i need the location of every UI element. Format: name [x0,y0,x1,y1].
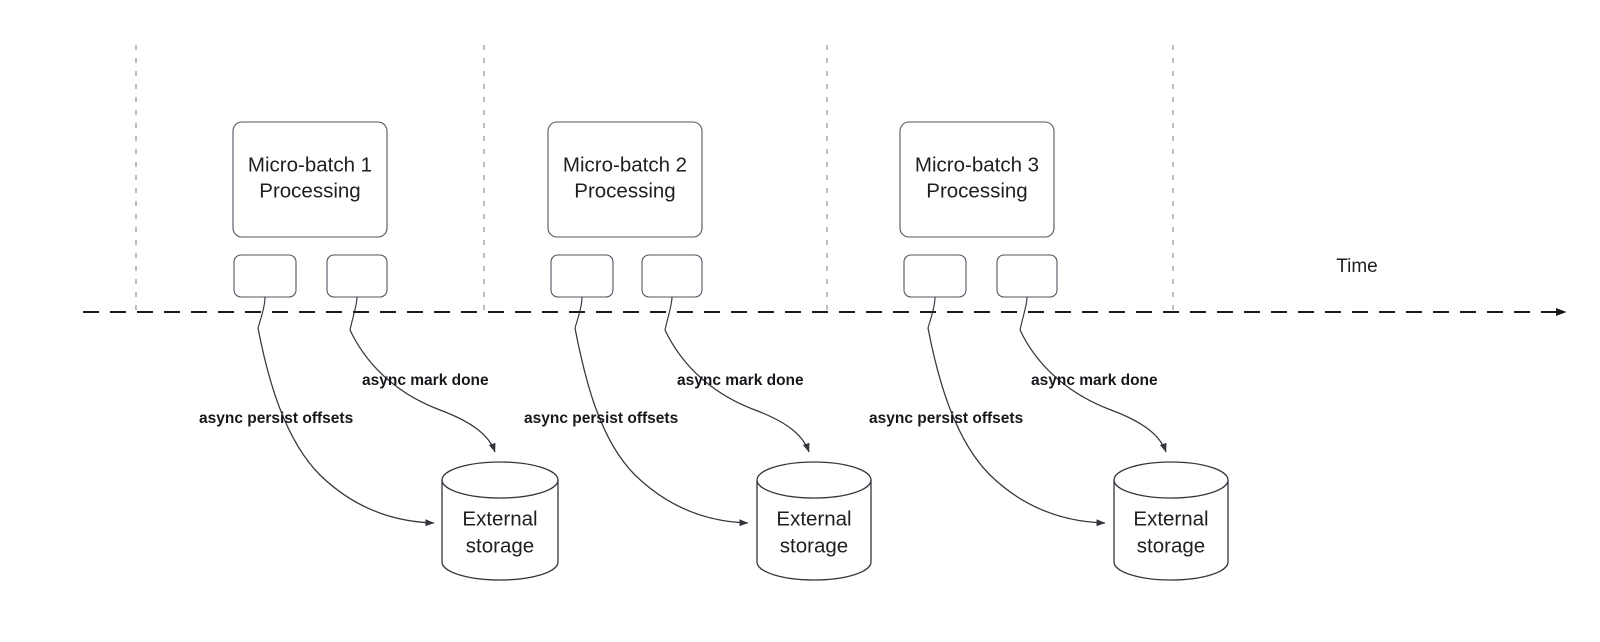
group-2-mark-task-box[interactable] [641,254,703,298]
group-3-external-storage-top [1113,461,1229,499]
group-2-external-storage-top [756,461,872,499]
micro-batch-1-label-line-2: Processing [259,179,360,202]
micro-batch-2-label-line-2: Processing [574,179,675,202]
group-2-mark-done-edge [664,329,810,453]
group-3-external-storage-label-line-2: storage [1137,534,1205,557]
group-2-external-storage-label-line-2: storage [780,534,848,557]
group-1-mark-task-box[interactable] [326,254,388,298]
group-1-persist-task-box[interactable] [233,254,297,298]
time-axis: Time [83,256,1567,317]
group-1-mark-done-edge [349,329,496,453]
group-2-persist-task-box[interactable] [550,254,614,298]
micro-batch-1-box[interactable] [232,121,388,238]
group-3: Micro-batch 3 Processing async persist o… [869,121,1229,581]
group-1-mark-tick [349,296,358,331]
group-1-persist-offsets-edge [257,327,435,527]
group-3-persist-task-box[interactable] [903,254,967,298]
group-2-mark-done-label: async mark done [677,372,804,389]
group-3-persist-offsets-edge [927,327,1106,527]
group-1-persist-tick [257,296,266,329]
group-2-external-storage-body[interactable] [756,480,872,581]
group-2-persist-tick [574,296,583,329]
vertical-guides [135,45,1174,312]
group-3-mark-done-edge [1019,329,1167,453]
time-axis-label: Time [1336,256,1378,277]
group-3-mark-task-box[interactable] [996,254,1058,298]
group-1-external-storage-label-line-2: storage [466,534,534,557]
group-3-mark-tick [1019,296,1028,331]
group-2-external-storage-label-line-1: External [776,507,851,530]
group-2: Micro-batch 2 Processing async persist o… [524,121,872,581]
group-2-persist-offsets-edge [574,327,749,527]
group-3-persist-tick [927,296,936,329]
group-3-external-storage-body[interactable] [1113,480,1229,581]
group-1-external-storage-body[interactable] [441,480,559,581]
group-1-mark-done-label: async mark done [362,372,489,389]
micro-batch-2-label-line-1: Micro-batch 2 [563,153,687,176]
group-2-mark-tick [664,296,673,331]
group-3-mark-done-label: async mark done [1031,372,1158,389]
group-1-external-storage-label-line-1: External [462,507,537,530]
group-1-persist-offsets-label: async persist offsets [199,410,353,427]
micro-batch-3-label-line-2: Processing [926,179,1027,202]
micro-batch-3-label-line-1: Micro-batch 3 [915,153,1039,176]
group-2-persist-offsets-label: async persist offsets [524,410,678,427]
group-3-persist-offsets-label: async persist offsets [869,410,1023,427]
micro-batch-2-box[interactable] [547,121,703,238]
group-3-external-storage-label-line-1: External [1133,507,1208,530]
micro-batch-1-label-line-1: Micro-batch 1 [248,153,372,176]
micro-batch-3-box[interactable] [899,121,1055,238]
group-1: Micro-batch 1 Processing async persist o… [199,121,559,581]
group-1-external-storage-top [441,461,559,499]
